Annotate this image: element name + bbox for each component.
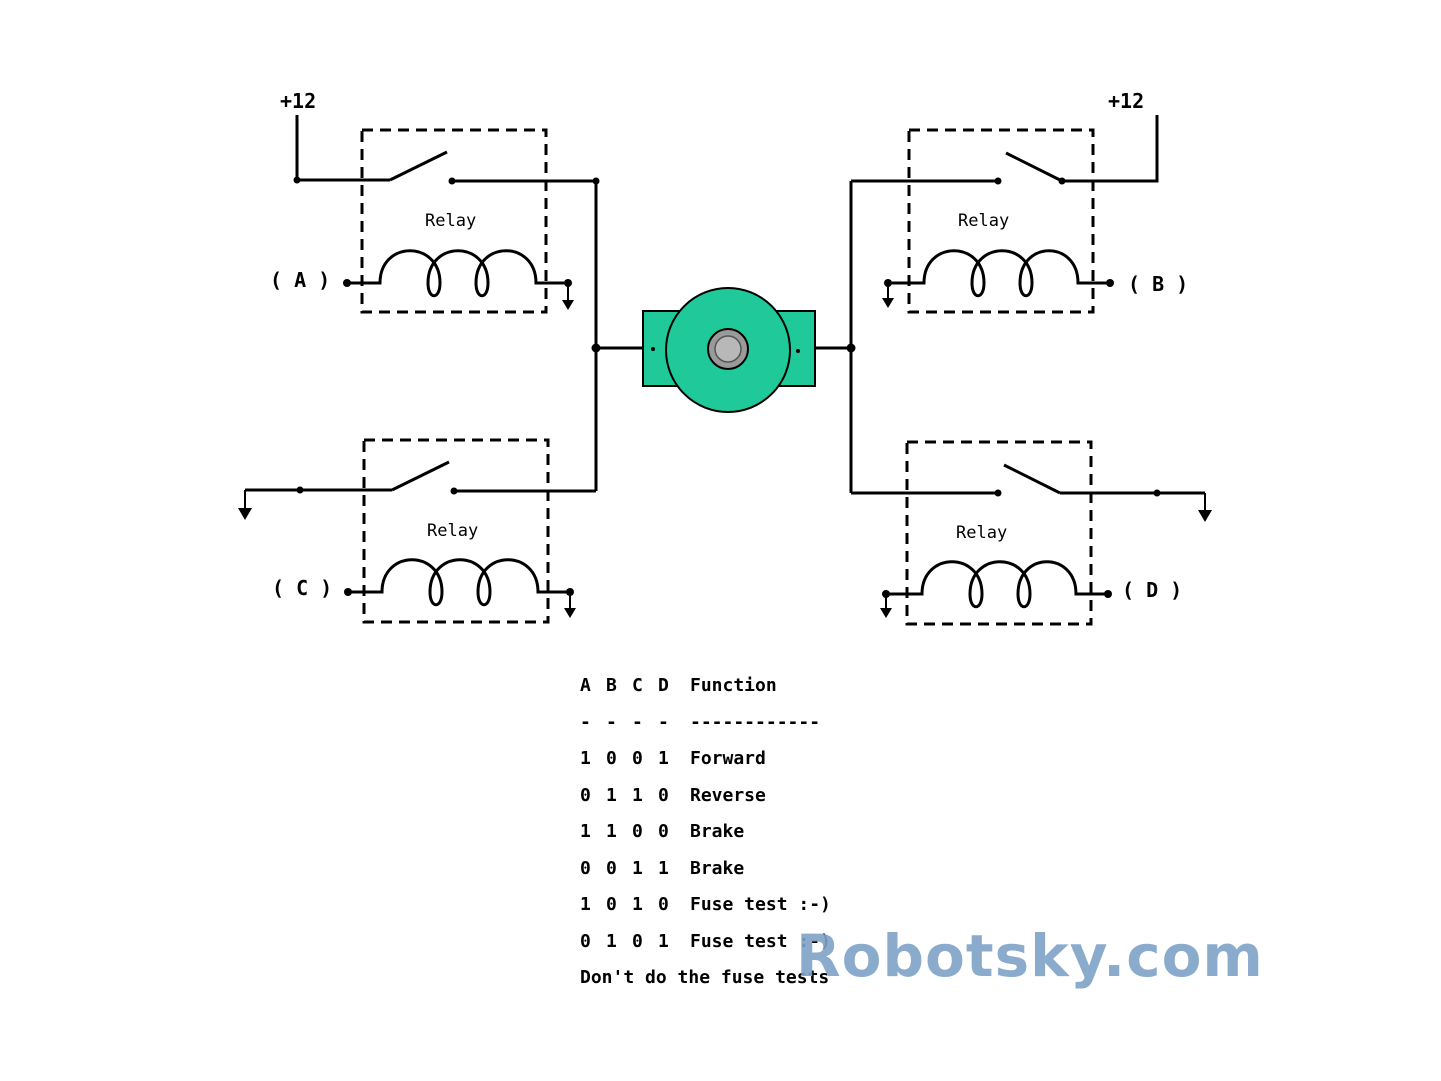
table-row: 0 1 1 0 Reverse [580,778,1000,815]
table-row: 1 1 0 0 Brake [580,814,1000,851]
relay-b: Relay ( B ) [851,115,1188,312]
separator-cell: - [606,705,632,742]
relay-c: Relay ( C ) [238,440,596,622]
supply-label-right: +12 [1108,89,1144,113]
relay-c-label: Relay [427,521,478,541]
bit-c: 0 [632,924,658,961]
function-label: Brake [690,851,744,888]
right-bus-wire [812,181,851,493]
bit-c: 0 [632,741,658,778]
function-label: Fuse test :-) [690,887,831,924]
bit-a: 0 [580,924,606,961]
dc-motor [643,288,815,412]
truth-table-separator: - - - - ------------ [580,705,1000,742]
bit-a: 0 [580,851,606,888]
left-bus-wire [596,181,645,491]
function-label: Brake [690,814,744,851]
bit-b: 1 [606,924,632,961]
separator-cell: - [580,705,606,742]
relay-d: Relay ( D ) [851,442,1212,624]
table-row: 1 0 0 1 Forward [580,741,1000,778]
bit-b: 0 [606,887,632,924]
bit-a: 0 [580,778,606,815]
bit-d: 0 [658,887,684,924]
bit-a: 1 [580,887,606,924]
header-function: Function [690,668,777,705]
relay-d-label: Relay [956,523,1007,543]
function-label: Reverse [690,778,766,815]
relay-b-label: Relay [958,211,1009,231]
terminal-label-c: ( C ) [272,576,332,600]
separator-function: ------------ [690,705,820,742]
truth-table-note: Don't do the fuse tests [580,960,829,997]
bit-c: 0 [632,814,658,851]
bit-b: 1 [606,814,632,851]
bit-a: 1 [580,741,606,778]
supply-label-left: +12 [280,89,316,113]
table-row: 0 0 1 1 Brake [580,851,1000,888]
relay-a: Relay ( A ) [270,115,600,312]
relay-a-label: Relay [425,211,476,231]
watermark-logo: Robotsky.com [796,922,1264,990]
terminal-label-d: ( D ) [1122,578,1182,602]
separator-cell: - [658,705,684,742]
bit-b: 1 [606,778,632,815]
bit-a: 1 [580,814,606,851]
header-b: B [606,668,632,705]
bit-d: 1 [658,924,684,961]
header-c: C [632,668,658,705]
header-d: D [658,668,684,705]
bit-b: 0 [606,851,632,888]
bit-d: 1 [658,851,684,888]
terminal-label-b: ( B ) [1128,272,1188,296]
bit-d: 1 [658,741,684,778]
table-row: 1 0 1 0 Fuse test :-) [580,887,1000,924]
separator-cell: - [632,705,658,742]
bit-c: 1 [632,851,658,888]
truth-table-header: A B C D Function [580,668,1000,705]
bit-d: 0 [658,814,684,851]
terminal-label-a: ( A ) [270,268,330,292]
header-a: A [580,668,606,705]
bit-d: 0 [658,778,684,815]
bit-c: 1 [632,887,658,924]
function-label: Forward [690,741,766,778]
bit-c: 1 [632,778,658,815]
bit-b: 0 [606,741,632,778]
